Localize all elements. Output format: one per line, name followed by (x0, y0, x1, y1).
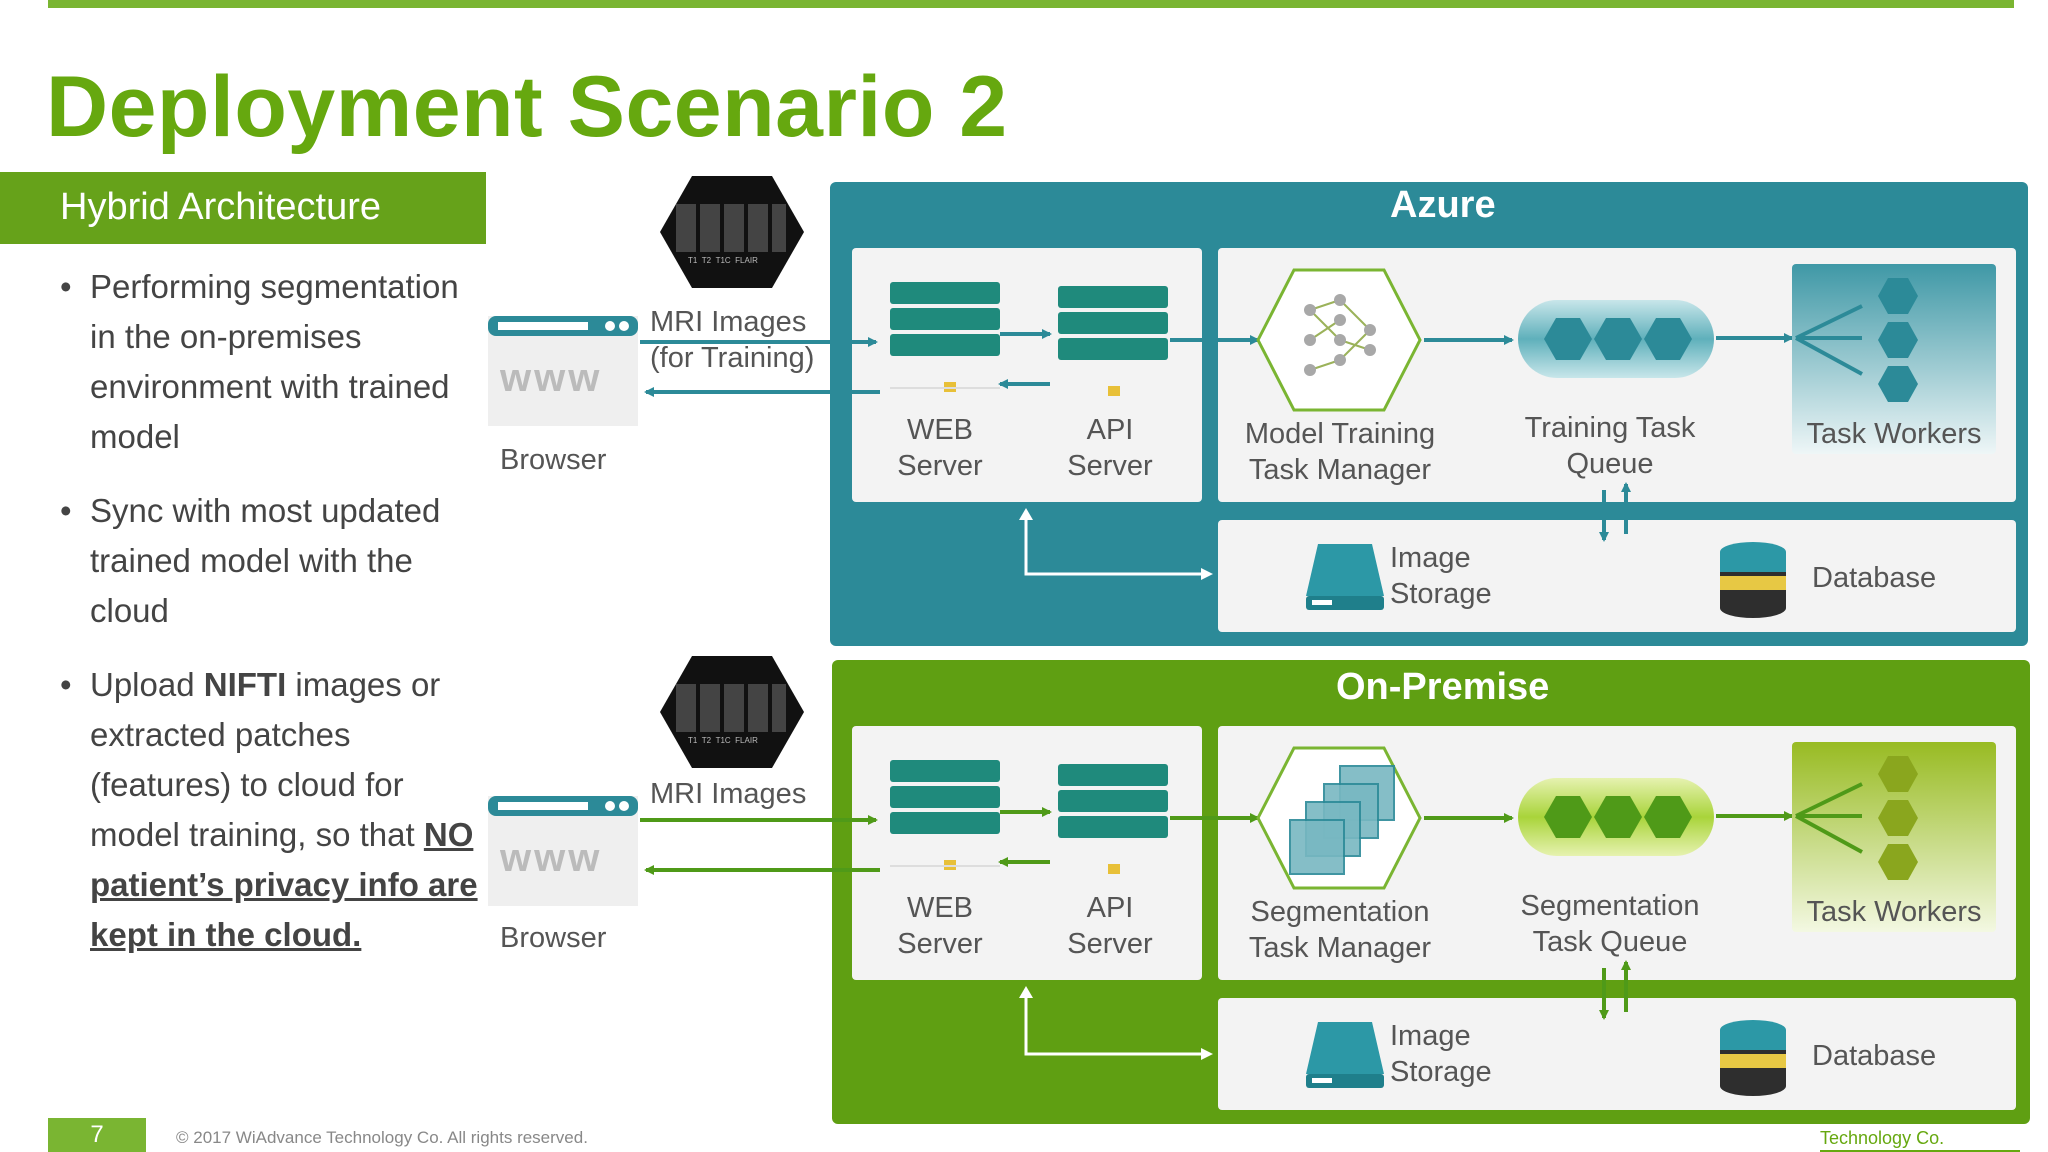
onprem-api-to-storage-arrow (1024, 998, 1213, 1060)
top-accent-bar (48, 0, 2014, 8)
mri-icon-top (660, 176, 804, 288)
onprem-browser-label: Browser (500, 922, 607, 954)
azure-arrows (640, 329, 1794, 542)
mri-icon-bottom (660, 656, 804, 768)
azure-api-server-icon (1058, 286, 1168, 396)
onprem-api-server-icon (1058, 764, 1168, 874)
browser-icon-top (488, 316, 638, 426)
onpremise-title: On-Premise (1336, 666, 1550, 708)
bullet-2: Sync with most updated trained model wit… (60, 486, 480, 636)
onprem-storage-drive-icon (1306, 1022, 1384, 1088)
azure-workers-label: Task Workers (1806, 418, 1982, 450)
azure-workers-icon (1792, 264, 1996, 454)
subtitle-banner (0, 172, 486, 244)
onprem-database-label: Database (1812, 1040, 1937, 1072)
onprem-web-server-icon (890, 760, 1000, 870)
azure-database-label: Database (1812, 562, 1937, 594)
onprem-segmentation-stack-icon (1256, 746, 1422, 890)
mri-icon-labels-top: T1 T2 T1C FLAIR (688, 256, 758, 265)
azure-storage-drive-icon (1306, 544, 1384, 610)
onprem-mri-label: MRI Images (650, 778, 807, 810)
onprem-workers-icon (1792, 742, 1996, 932)
onprem-queue-icon (1518, 778, 1714, 856)
slide-title: Deployment Scenario 2 (46, 59, 1008, 155)
onprem-workers-label: Task Workers (1806, 896, 1982, 928)
azure-api-to-storage-arrow (1024, 520, 1213, 580)
bullet-1: Performing segmentation in the on-premis… (60, 262, 480, 462)
privacy-note: NO patient’s privacy info are kept in th… (90, 816, 478, 953)
azure-queue-icon (1518, 300, 1714, 378)
onprem-database-icon (1720, 1020, 1786, 1096)
azure-api-arrowhead-up (1019, 508, 1033, 520)
bullet-list: Performing segmentation in the on-premis… (60, 262, 480, 984)
subtitle: Hybrid Architecture (60, 186, 382, 228)
azure-mri-label: MRI Images(for Training) (650, 306, 815, 374)
onprem-api-arrowhead-up (1019, 986, 1033, 998)
www-text-bottom: www (500, 836, 603, 880)
copyright: © 2017 WiAdvance Technology Co. All righ… (176, 1128, 588, 1147)
browser-icon-bottom (488, 796, 638, 906)
onprem-arrows (640, 807, 1794, 1020)
nifti-emphasis: NIFTI (203, 666, 287, 703)
azure-title: Azure (1390, 184, 1496, 226)
www-text-top: www (500, 356, 603, 400)
azure-database-icon (1720, 542, 1786, 618)
azure-browser-label: Browser (500, 444, 607, 476)
mri-icon-labels-bottom: T1 T2 T1C FLAIR (688, 736, 758, 745)
bullet-3: Upload NIFTI images or extracted patches… (60, 660, 480, 960)
azure-neural-network-icon (1256, 268, 1422, 412)
brand-name: Technology Co. (1820, 1128, 1945, 1148)
page-number: 7 (48, 1118, 146, 1152)
azure-web-server-icon (890, 282, 1000, 392)
brand-underline (1820, 1150, 2020, 1152)
